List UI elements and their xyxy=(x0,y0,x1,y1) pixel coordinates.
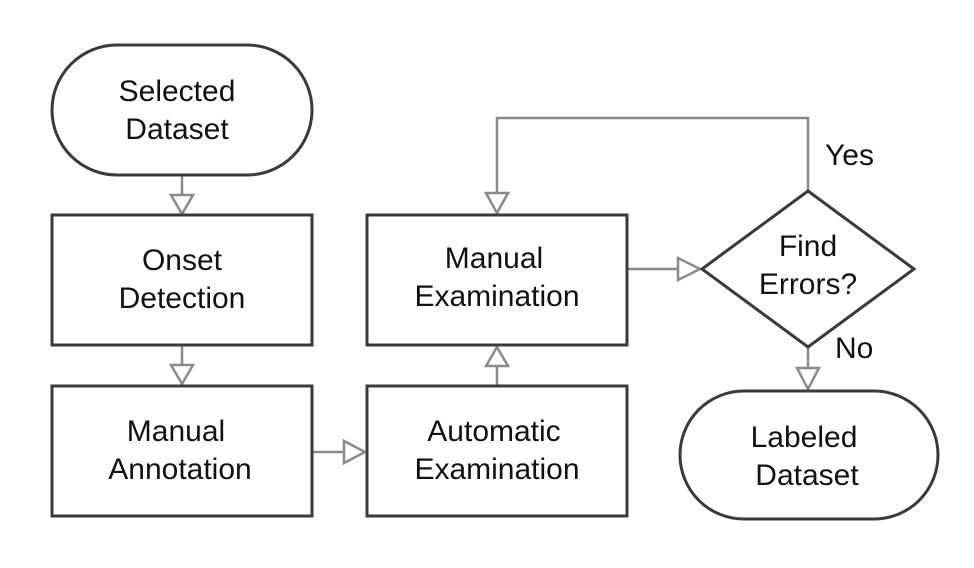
edge-label-yes: Yes xyxy=(825,139,874,172)
arrowhead-onset-to-annotation xyxy=(168,363,196,387)
connectors xyxy=(168,116,822,466)
process-box xyxy=(365,213,629,347)
arrowhead-annotation-to-automatic xyxy=(342,438,368,466)
process-box xyxy=(50,384,314,518)
edge-yes-loop xyxy=(495,116,810,193)
node-label-line2: Annotation xyxy=(108,453,251,486)
node-label-line1: Find xyxy=(779,230,837,263)
node-labeled-dataset: Labeled Dataset xyxy=(678,389,940,521)
arrowhead-manual-exam-to-decision xyxy=(676,255,703,283)
terminator-shape xyxy=(678,389,940,521)
arrowhead-automatic-to-manual-exam xyxy=(483,344,511,368)
decision-diamond xyxy=(699,189,917,349)
process-box xyxy=(50,213,314,347)
node-find-errors: Find Errors? xyxy=(699,189,917,349)
node-manual-annotation: Manual Annotation xyxy=(50,384,314,518)
node-label-line2: Errors? xyxy=(759,268,857,301)
node-label-line2: Detection xyxy=(119,282,246,315)
node-label-line1: Onset xyxy=(142,244,223,277)
node-onset-detection: Onset Detection xyxy=(50,213,314,347)
node-label-line2: Dataset xyxy=(755,459,859,492)
node-label-line1: Manual xyxy=(445,242,543,275)
node-label-line1: Selected xyxy=(119,75,236,108)
edge-label-no: No xyxy=(835,332,873,365)
node-manual-examination: Manual Examination xyxy=(365,213,629,347)
arrowhead-yes-loop xyxy=(483,191,511,216)
node-selected-dataset: Selected Dataset xyxy=(50,43,314,177)
arrowhead-selected-to-onset xyxy=(168,193,196,217)
node-label-line2: Examination xyxy=(414,453,579,486)
node-label-line1: Manual xyxy=(127,415,225,448)
node-label-line1: Automatic xyxy=(427,415,560,448)
node-label-line1: Labeled xyxy=(751,421,858,454)
node-label-line2: Dataset xyxy=(125,113,229,146)
node-automatic-examination: Automatic Examination xyxy=(365,384,629,518)
node-label-line2: Examination xyxy=(414,280,579,313)
arrowhead-no xyxy=(794,366,822,392)
process-box xyxy=(365,384,629,518)
terminator-shape xyxy=(50,43,314,177)
